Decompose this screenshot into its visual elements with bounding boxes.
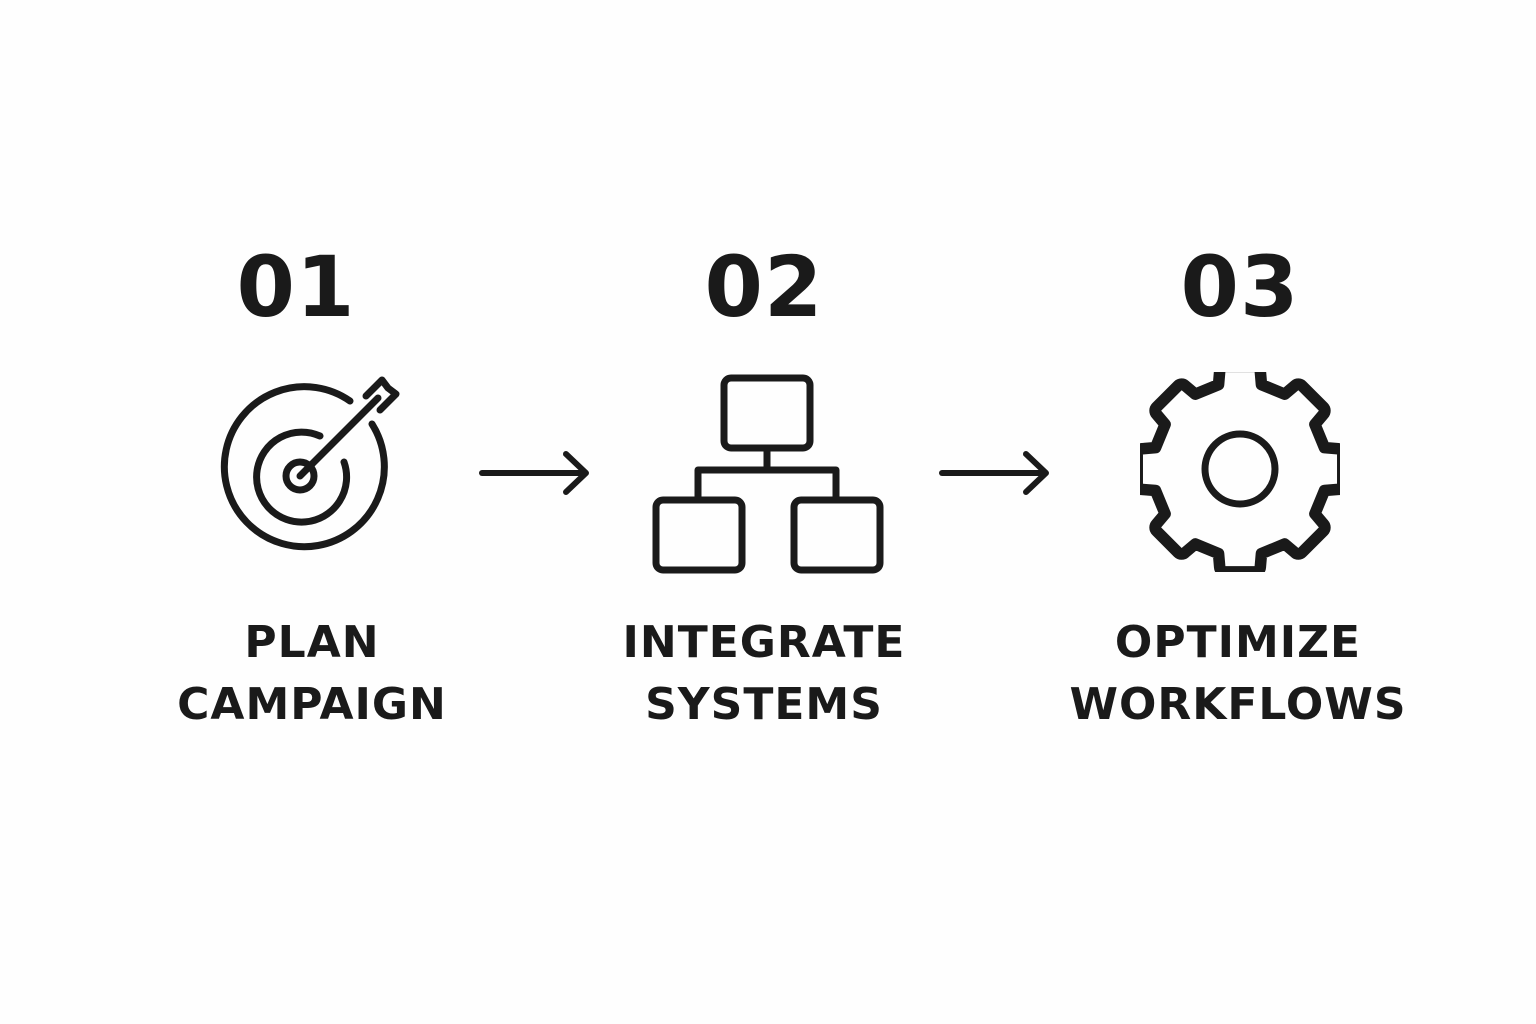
step-2-label-line-2: SYSTEMS: [645, 679, 883, 730]
step-2-label-line-1: INTEGRATE: [622, 617, 906, 668]
step-2-label: INTEGRATE SYSTEMS: [584, 612, 944, 736]
step-1-number: 01: [236, 238, 356, 336]
step-2-number: 02: [704, 238, 824, 336]
step-3-label-line-1: OPTIMIZE: [1114, 617, 1362, 668]
step-3-label: OPTIMIZE WORKFLOWS: [1058, 612, 1418, 736]
step-1-label: PLAN CAMPAIGN: [132, 612, 492, 736]
step-3-label-line-2: WORKFLOWS: [1069, 679, 1407, 730]
step-1-label-line-1: PLAN: [244, 617, 380, 668]
hierarchy-network-icon: [652, 374, 884, 574]
arrow-right-icon: [479, 451, 589, 495]
target-arrow-icon: [220, 376, 400, 551]
step-3-number: 03: [1180, 238, 1300, 336]
arrow-right-icon: [939, 451, 1049, 495]
gear-icon: [1140, 372, 1340, 572]
step-1-label-line-2: CAMPAIGN: [177, 679, 447, 730]
